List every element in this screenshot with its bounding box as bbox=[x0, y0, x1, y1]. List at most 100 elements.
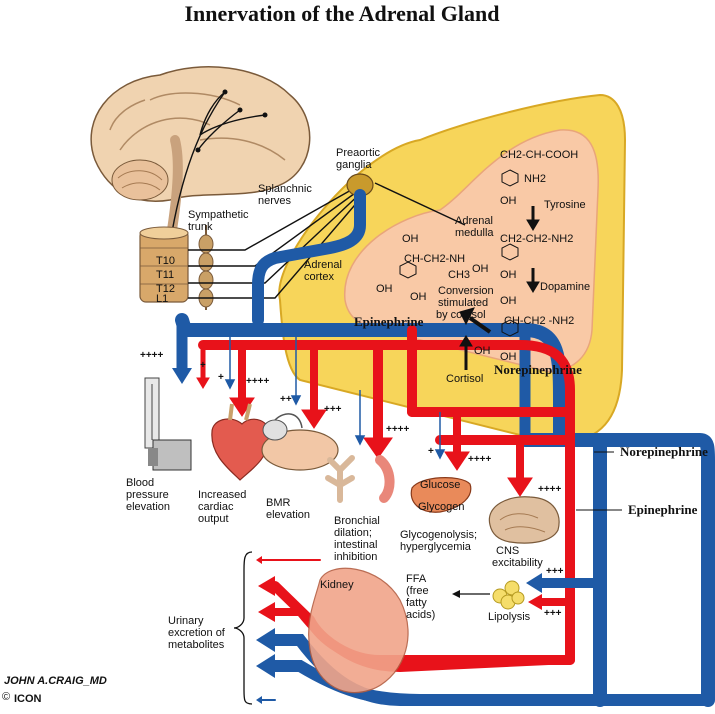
strength-ffa-upper: +++ bbox=[546, 566, 564, 577]
dopamine-label: Dopamine bbox=[540, 281, 590, 293]
central-pathways bbox=[171, 91, 266, 233]
tyrosine-label: Tyrosine bbox=[544, 199, 586, 211]
norepinephrine-gland-label: Norepinephrine bbox=[494, 362, 582, 377]
sympathetic-label-1: Sympathetic bbox=[188, 209, 249, 221]
conversion-label-3: by cortisol bbox=[436, 309, 486, 321]
tyrosine-formula-1: CH2-CH-COOH bbox=[500, 149, 578, 161]
strength-cardiac: ++++ bbox=[246, 376, 270, 387]
ne-formula-4: OH bbox=[500, 351, 517, 363]
sphygmomanometer-illustration bbox=[144, 377, 192, 471]
heart-illustration bbox=[211, 403, 271, 481]
strength-cardiac-small: + bbox=[218, 372, 224, 383]
conversion-label-1: Conversion bbox=[438, 285, 494, 297]
splanchnic-fibres bbox=[188, 182, 466, 299]
bp-label-2: pressure bbox=[126, 489, 169, 501]
strength-bmr: ++ bbox=[280, 394, 292, 405]
epinephrine-vessels bbox=[198, 325, 575, 665]
bp-label-3: elevation bbox=[126, 501, 170, 513]
ne-formula-1: OH bbox=[500, 295, 517, 307]
ffa-label-3: fatty bbox=[406, 597, 427, 609]
urinary-label-3: metabolites bbox=[168, 639, 225, 651]
preaortic-label-2: ganglia bbox=[336, 159, 372, 171]
lipolysis-label: Lipolysis bbox=[488, 611, 531, 623]
medulla-label-1: Adrenal bbox=[455, 215, 493, 227]
sympathetic-label-2: trunk bbox=[188, 221, 213, 233]
ffa-label-2: (free bbox=[406, 585, 429, 597]
cardiac-label-2: cardiac bbox=[198, 501, 234, 513]
sympathetic-chain bbox=[198, 225, 214, 310]
cortex-label-2: cortex bbox=[304, 271, 334, 283]
glucose-label: Glucose bbox=[420, 479, 460, 491]
medulla-label-2: medulla bbox=[455, 227, 494, 239]
cardiac-label-1: Increased bbox=[198, 489, 246, 501]
strength-bronchial: ++++ bbox=[386, 424, 410, 435]
bronchial-label-1: Bronchial bbox=[334, 515, 380, 527]
cardiac-label-3: output bbox=[198, 513, 229, 525]
epinephrine-right-label: Epinephrine bbox=[628, 502, 698, 517]
bronchial-label-3: intestinal bbox=[334, 539, 377, 551]
norepinephrine-right-label: Norepinephrine bbox=[620, 444, 708, 459]
level-t12: T12 bbox=[156, 283, 175, 295]
strength-ffa-lower: +++ bbox=[544, 608, 562, 619]
dopamine-formula-3: OH bbox=[500, 269, 517, 281]
spinal-cord-segment bbox=[139, 226, 189, 303]
tyrosine-formula-2: NH2 bbox=[524, 173, 546, 185]
head-illustration bbox=[261, 413, 339, 471]
ffa-label-4: acids) bbox=[406, 609, 435, 621]
cortisol-label: Cortisol bbox=[446, 373, 483, 385]
ne-formula-3: OH bbox=[474, 345, 491, 357]
strength-glycogenolysis-small: + bbox=[428, 446, 434, 457]
level-t10: T10 bbox=[156, 255, 175, 267]
splanchnic-label-1: Splanchnic bbox=[258, 183, 312, 195]
norepinephrine-effect-arrows bbox=[224, 330, 446, 460]
strength-bp-small: + bbox=[200, 360, 206, 371]
urinary-label-1: Urinary bbox=[168, 615, 204, 627]
cns-label-1: CNS bbox=[496, 545, 519, 557]
glycogenolysis-label-1: Glycogenolysis; bbox=[400, 529, 477, 541]
level-t11: T11 bbox=[156, 269, 174, 281]
icon-logo: ICON bbox=[14, 693, 42, 705]
copyright-mark: © bbox=[2, 691, 10, 703]
bronchi-intestine-illustration bbox=[325, 455, 395, 503]
bronchial-label-2: dilation; bbox=[334, 527, 372, 539]
ffa-label-1: FFA bbox=[406, 573, 427, 585]
dopamine-formula-1: CH2-CH2-NH2 bbox=[500, 233, 573, 245]
urinary-label-2: excretion of bbox=[168, 627, 226, 639]
strength-bp: ++++ bbox=[140, 350, 164, 361]
kidney-illustration bbox=[308, 567, 409, 694]
epi-formula-5: OH bbox=[410, 291, 427, 303]
epi-formula-3: CH3 bbox=[448, 269, 470, 281]
urinary-arrowheads bbox=[256, 556, 275, 704]
bmr-label-2: elevation bbox=[266, 509, 310, 521]
diagram-title: Innervation of the Adrenal Gland bbox=[185, 1, 500, 26]
lipolysis-arrows bbox=[452, 573, 600, 610]
level-l1: L1 bbox=[156, 293, 168, 305]
bronchial-label-4: inhibition bbox=[334, 551, 377, 563]
artist-signature: JOHN A.CRAIG_MD bbox=[4, 675, 107, 687]
glycogen-label: Glycogen bbox=[418, 501, 464, 513]
dopamine-formula-2: OH bbox=[472, 263, 489, 275]
epi-formula-4: OH bbox=[376, 283, 393, 295]
synthesis-arrows bbox=[459, 206, 540, 370]
cns-label-2: excitability bbox=[492, 557, 543, 569]
epinephrine-gland-label: Epinephrine bbox=[354, 314, 424, 329]
benzene-rings bbox=[399, 169, 519, 337]
conversion-label-2: stimulated bbox=[438, 297, 488, 309]
tyrosine-formula-3: OH bbox=[500, 195, 517, 207]
liver-illustration bbox=[410, 477, 472, 513]
epinephrine-effect-arrows bbox=[196, 345, 533, 497]
epi-formula-2: CH-CH2-NH bbox=[404, 253, 465, 265]
preaortic-label-1: Preaortic bbox=[336, 147, 381, 159]
kidney-label: Kidney bbox=[320, 579, 354, 591]
cns-brain-illustration bbox=[488, 496, 560, 544]
strength-glycogenolysis: ++++ bbox=[468, 454, 492, 465]
glycogenolysis-label-2: hyperglycemia bbox=[400, 541, 472, 553]
ne-formula-2: CH-CH2 -NH2 bbox=[504, 315, 574, 327]
epi-formula-1: OH bbox=[402, 233, 419, 245]
fat-cells-illustration bbox=[492, 580, 525, 610]
strength-bmr-big: +++ bbox=[324, 404, 342, 415]
cortex-label-1: Adrenal bbox=[304, 259, 342, 271]
strength-cns: ++++ bbox=[538, 484, 562, 495]
